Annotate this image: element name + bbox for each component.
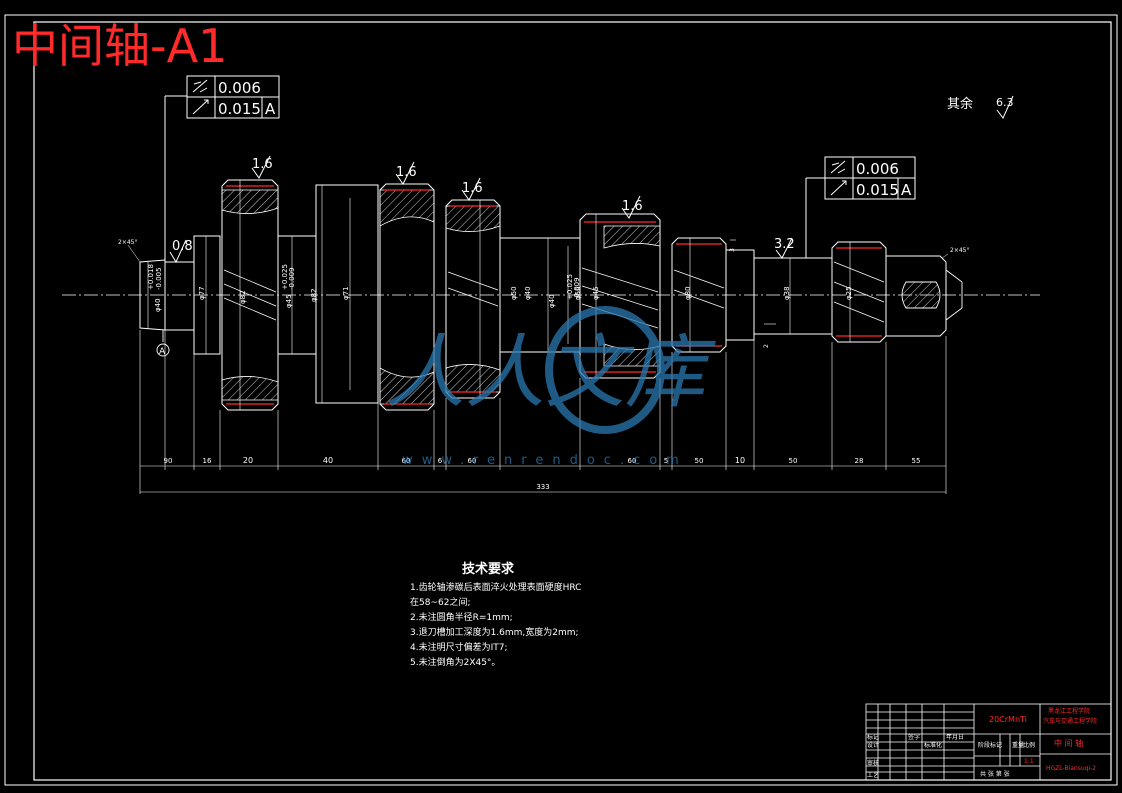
diameter-tol-left: φ40 +0.018 -0.005 xyxy=(147,264,163,312)
tech-req-item: 1.齿轮轴渗碳后表面淬火处理表面硬度HRC xyxy=(410,581,581,593)
svg-text:-0.005: -0.005 xyxy=(155,267,163,290)
tb-row: 工艺 xyxy=(867,771,879,779)
tb-part-name: 中 间 轴 xyxy=(1054,738,1083,748)
axial-dims: 90 16 20 40 60 6 60 60 5 50 10 50 28 55 … xyxy=(164,456,921,491)
diameter-labels: φ77 φ82 φ45 φ82 φ71 φ50 φ40 φ40 φ56 φ45 … xyxy=(198,286,853,308)
tech-req-heading: 技术要求 xyxy=(462,561,515,577)
dia-label: φ77 xyxy=(198,286,206,300)
dia-label: φ40 xyxy=(524,286,532,300)
tol-left-datum: A xyxy=(265,100,276,118)
dia-label: φ82 xyxy=(239,290,247,304)
tolerance-frame-right xyxy=(805,156,916,258)
chamfer-right: 2×45° xyxy=(950,247,969,254)
svg-text:-0.009: -0.009 xyxy=(573,277,581,300)
axial-dim: 55 xyxy=(912,457,921,465)
tb-date-label: 年月日 xyxy=(946,733,964,741)
datum-label: A xyxy=(159,347,166,357)
roughness-gear-4: 1.6 xyxy=(622,199,643,214)
svg-text:+0.025: +0.025 xyxy=(281,264,289,290)
axial-dim: 16 xyxy=(203,457,212,465)
watermark: 人人文库 www.renrendoc.com xyxy=(385,306,716,468)
watermark-url: www.renrendoc.com xyxy=(402,453,688,468)
roughness-journal-right: 3.2 xyxy=(774,237,795,252)
roughness-gear-1: 1.6 xyxy=(252,157,273,172)
tb-stage-label: 阶段标记 xyxy=(978,741,1002,749)
dia-label: φ80 xyxy=(684,286,692,300)
tb-row: 审核 xyxy=(867,759,879,767)
inner-border xyxy=(33,21,1112,781)
tb-material: 20CrMnTi xyxy=(989,715,1027,724)
tb-school-2: 汽车与交通工程学院 xyxy=(1043,717,1097,725)
axial-dim: 10 xyxy=(735,456,745,465)
tb-std-label: 标准化 xyxy=(924,741,942,749)
roughness-symbols xyxy=(169,95,1014,264)
axial-dim: 28 xyxy=(855,457,864,465)
title-block-text: 20CrMnTi 黑龙江工程学院 汽车与交通工程学院 中 间 轴 HGZL-Bi… xyxy=(867,707,1097,779)
axial-dim: 60 xyxy=(628,457,637,465)
axial-dim: 40 xyxy=(323,456,333,465)
dia-label: φ71 xyxy=(342,286,350,300)
tech-req-item: 3.退刀槽加工深度为1.6mm,宽度为2mm; xyxy=(410,626,579,638)
svg-text:-0.009: -0.009 xyxy=(288,267,296,290)
dia-label: φ45 xyxy=(285,294,293,308)
axial-dim: 60 xyxy=(468,457,477,465)
small-dim: 2 xyxy=(763,344,770,348)
dia-label: φ25 xyxy=(845,286,853,300)
tb-scale-value: 1:1 xyxy=(1024,758,1034,765)
tech-req-item: 5.未注倒角为2X45°。 xyxy=(410,656,500,668)
roughness-gear-3: 1.6 xyxy=(462,181,483,196)
outer-frame xyxy=(4,14,1118,786)
tech-req-item: 在58~62之间; xyxy=(410,596,470,608)
tol-right-row2-value: 0.015 xyxy=(856,181,899,199)
axial-dim: 50 xyxy=(695,457,704,465)
roughness-gear-2: 1.6 xyxy=(396,165,417,180)
tb-scale-label: 比例 xyxy=(1023,741,1035,749)
dia-label: φ50 xyxy=(510,286,518,300)
axial-dim: 6 xyxy=(438,457,443,465)
tol-right-row1-value: 0.006 xyxy=(856,160,899,178)
tech-req-item: 4.未注明尺寸偏差为IT7; xyxy=(410,641,508,653)
tb-weight-label: 重量 xyxy=(1012,741,1024,749)
tol-left-row1-value: 0.006 xyxy=(218,79,261,97)
watermark-text: 人人文库 xyxy=(385,326,716,419)
tech-requirements: 技术要求 1.齿轮轴渗碳后表面淬火处理表面硬度HRC 在58~62之间; 2.未… xyxy=(410,561,581,668)
chamfer-left: 2×45° xyxy=(118,239,137,246)
datum-symbol xyxy=(156,330,170,357)
roughness-rest-value: 6.3 xyxy=(996,96,1014,109)
total-length: 333 xyxy=(536,483,549,491)
tolerance-frame-left xyxy=(164,75,280,262)
axial-dim: 60 xyxy=(402,457,411,465)
tooth-hatching xyxy=(221,189,661,405)
title-block xyxy=(865,703,1112,781)
small-dim: 3 xyxy=(729,248,736,252)
axial-dim: 90 xyxy=(164,457,173,465)
dia-label: φ82 xyxy=(310,288,318,302)
tb-school-1: 黑龙江工程学院 xyxy=(1048,707,1090,715)
roughness-journal-left: 0.8 xyxy=(172,239,193,254)
roughness-rest-label: 其余 xyxy=(947,96,973,112)
keyway-section xyxy=(901,269,963,321)
drawing-title: 中间轴-A1 xyxy=(12,19,227,73)
svg-text:+0.018: +0.018 xyxy=(147,264,155,290)
tb-sign-label: 签字 xyxy=(908,733,920,741)
dia-label: φ56 xyxy=(574,286,582,300)
tech-req-item: 2.未注圆角半径R=1mm; xyxy=(410,611,513,623)
diameter-tol-mid: +0.025 -0.009 +0.025 -0.009 xyxy=(281,264,581,300)
dia-label: φ45 xyxy=(592,286,600,300)
tb-row: 标记 xyxy=(867,733,879,741)
tb-sheet-label: 共 张 第 张 xyxy=(980,770,1010,778)
tb-drawing-no: HGZL-Biansuqi-2 xyxy=(1046,765,1096,772)
dia-label: φ38 xyxy=(783,286,791,300)
tb-row: 设计 xyxy=(867,741,879,749)
tol-left-row2-value: 0.015 xyxy=(218,100,261,118)
axial-dim: 20 xyxy=(243,456,253,465)
dia-label: φ40 xyxy=(548,294,556,308)
tol-right-datum: A xyxy=(901,181,912,199)
axial-dim: 5 xyxy=(664,457,668,465)
svg-text:φ40: φ40 xyxy=(154,298,162,312)
dimension-lines xyxy=(139,180,947,494)
axial-dim: 50 xyxy=(789,457,798,465)
svg-text:+0.025: +0.025 xyxy=(566,274,574,300)
